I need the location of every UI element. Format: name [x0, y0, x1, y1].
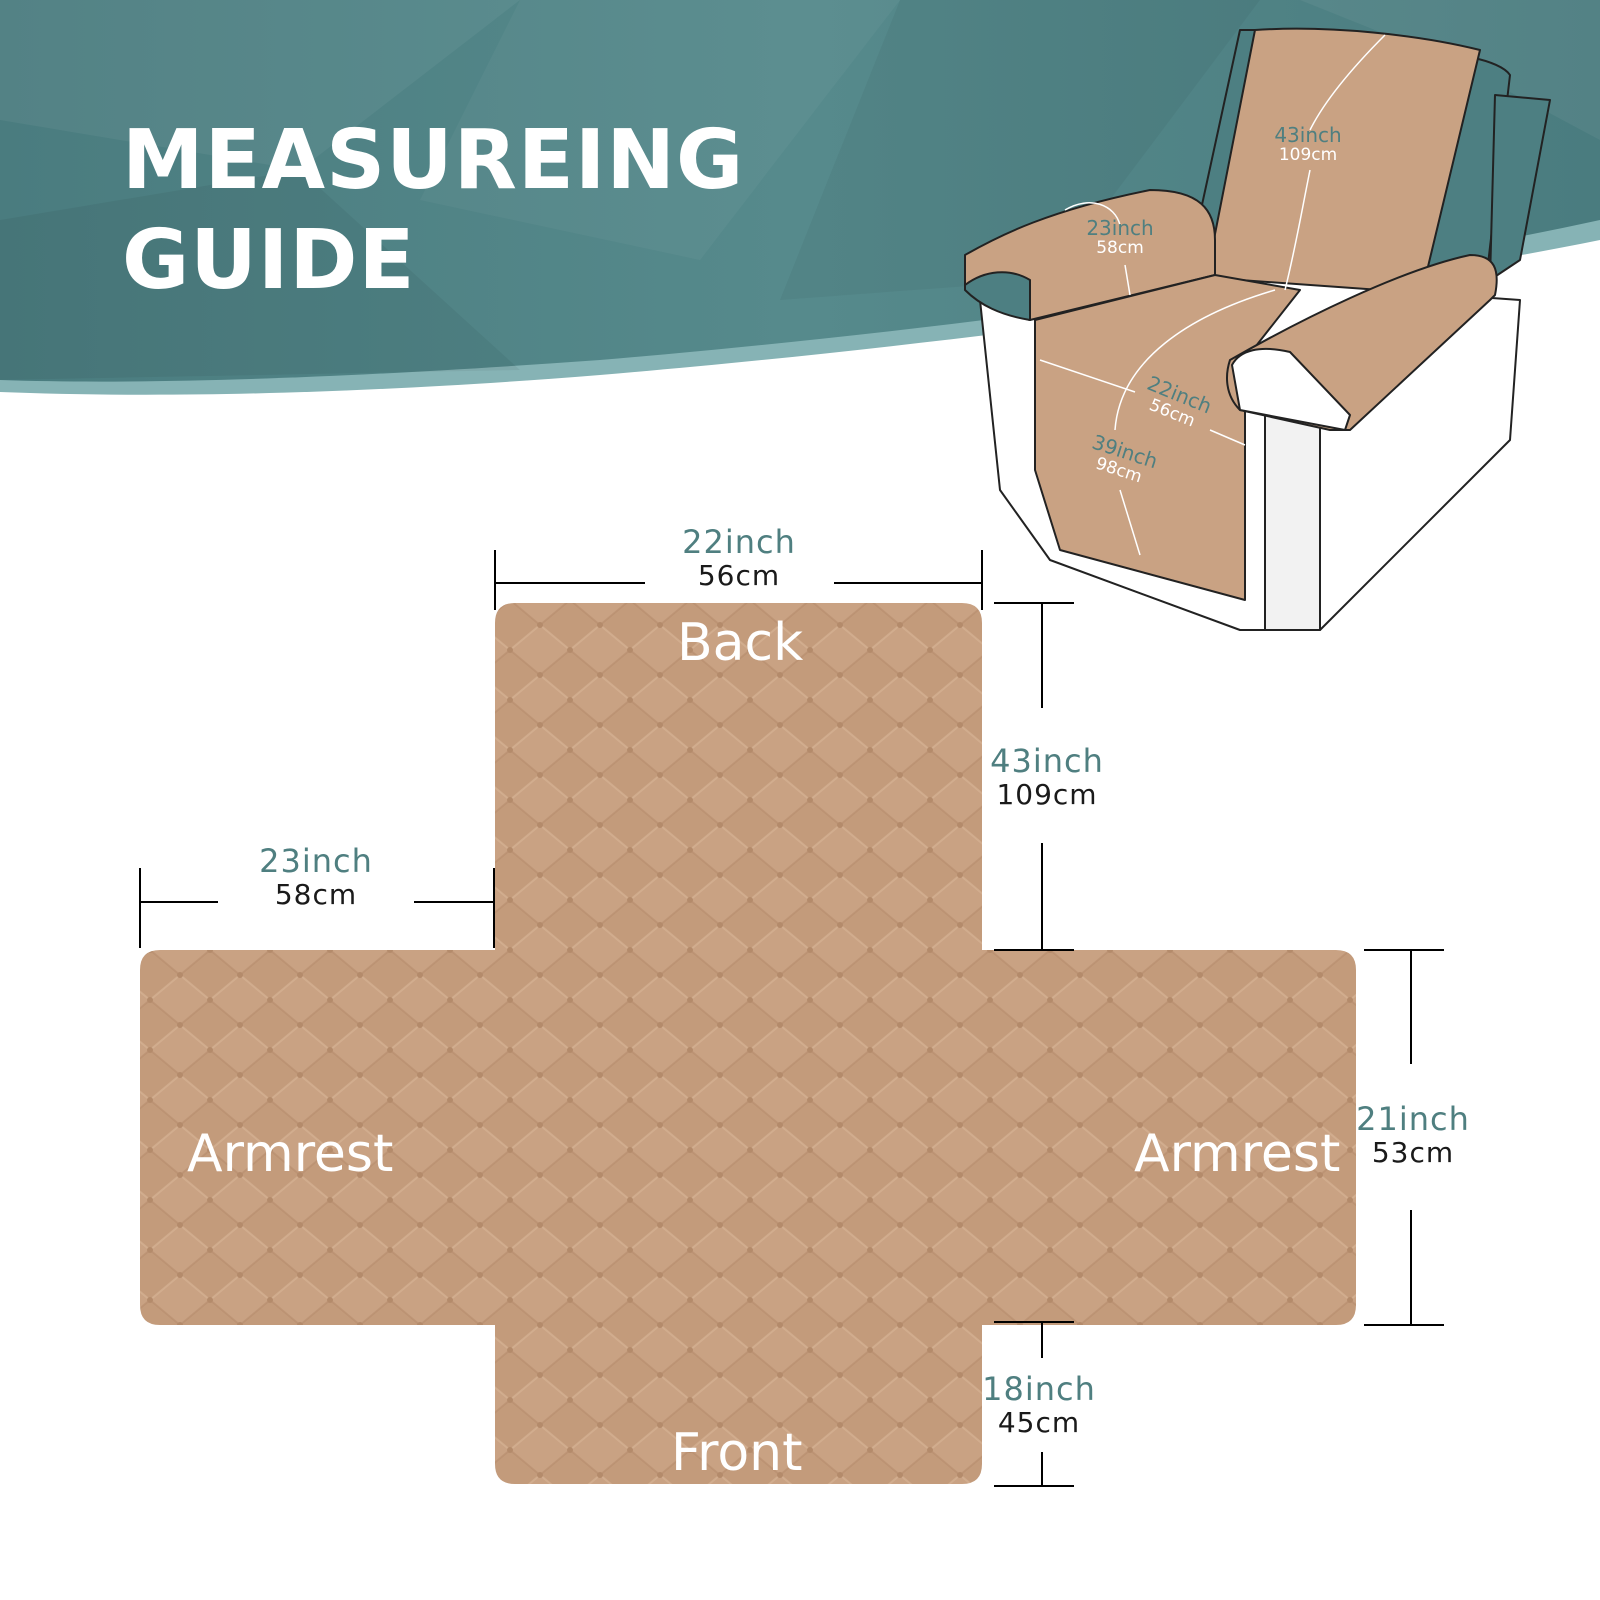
- dim-armrest-width-cm: 58cm: [274, 878, 358, 911]
- dim-front-height: 18inch 45cm: [966, 1371, 1112, 1439]
- dim-armrest-width: 23inch 58cm: [234, 843, 398, 911]
- recliner-chair-illustration: [964, 27, 1551, 631]
- panel-label-armrest-right: Armrest: [1134, 1124, 1341, 1184]
- page-title-line-1: MEASUREING: [122, 113, 745, 208]
- recliner-dim-armrest-inch: 23inch: [1086, 216, 1154, 240]
- cover-flat-layout: [140, 603, 1356, 1484]
- dim-back-height-inch: 43inch: [990, 742, 1104, 780]
- recliner-dim-back-height: 43inch 109cm: [1248, 124, 1368, 165]
- recliner-dim-armrest-cm: 58cm: [1096, 238, 1144, 258]
- recliner-dim-back-height-inch: 43inch: [1274, 123, 1342, 147]
- panel-label-back: Back: [677, 613, 804, 673]
- recliner-dim-armrest: 23inch 58cm: [1060, 217, 1180, 258]
- panel-label-front: Front: [671, 1423, 803, 1483]
- dim-seat-depth-inch: 21inch: [1356, 1100, 1470, 1138]
- page-title-line-2: GUIDE: [122, 213, 416, 308]
- dim-top-width-inch: 22inch: [682, 523, 796, 561]
- recliner-dim-back-height-cm: 109cm: [1278, 145, 1338, 165]
- dimension-lines: [139, 550, 1444, 1487]
- dim-seat-depth: 21inch 53cm: [1340, 1101, 1486, 1169]
- dim-armrest-width-inch: 23inch: [259, 842, 373, 880]
- dim-front-height-cm: 45cm: [997, 1406, 1081, 1439]
- dim-back-height: 43inch 109cm: [974, 743, 1120, 811]
- dim-front-height-inch: 18inch: [982, 1370, 1096, 1408]
- dim-top-width: 22inch 56cm: [657, 524, 821, 592]
- panel-label-armrest-left: Armrest: [187, 1124, 394, 1184]
- dim-back-height-cm: 109cm: [996, 778, 1098, 811]
- dim-top-width-cm: 56cm: [697, 559, 781, 592]
- dim-seat-depth-cm: 53cm: [1371, 1136, 1455, 1169]
